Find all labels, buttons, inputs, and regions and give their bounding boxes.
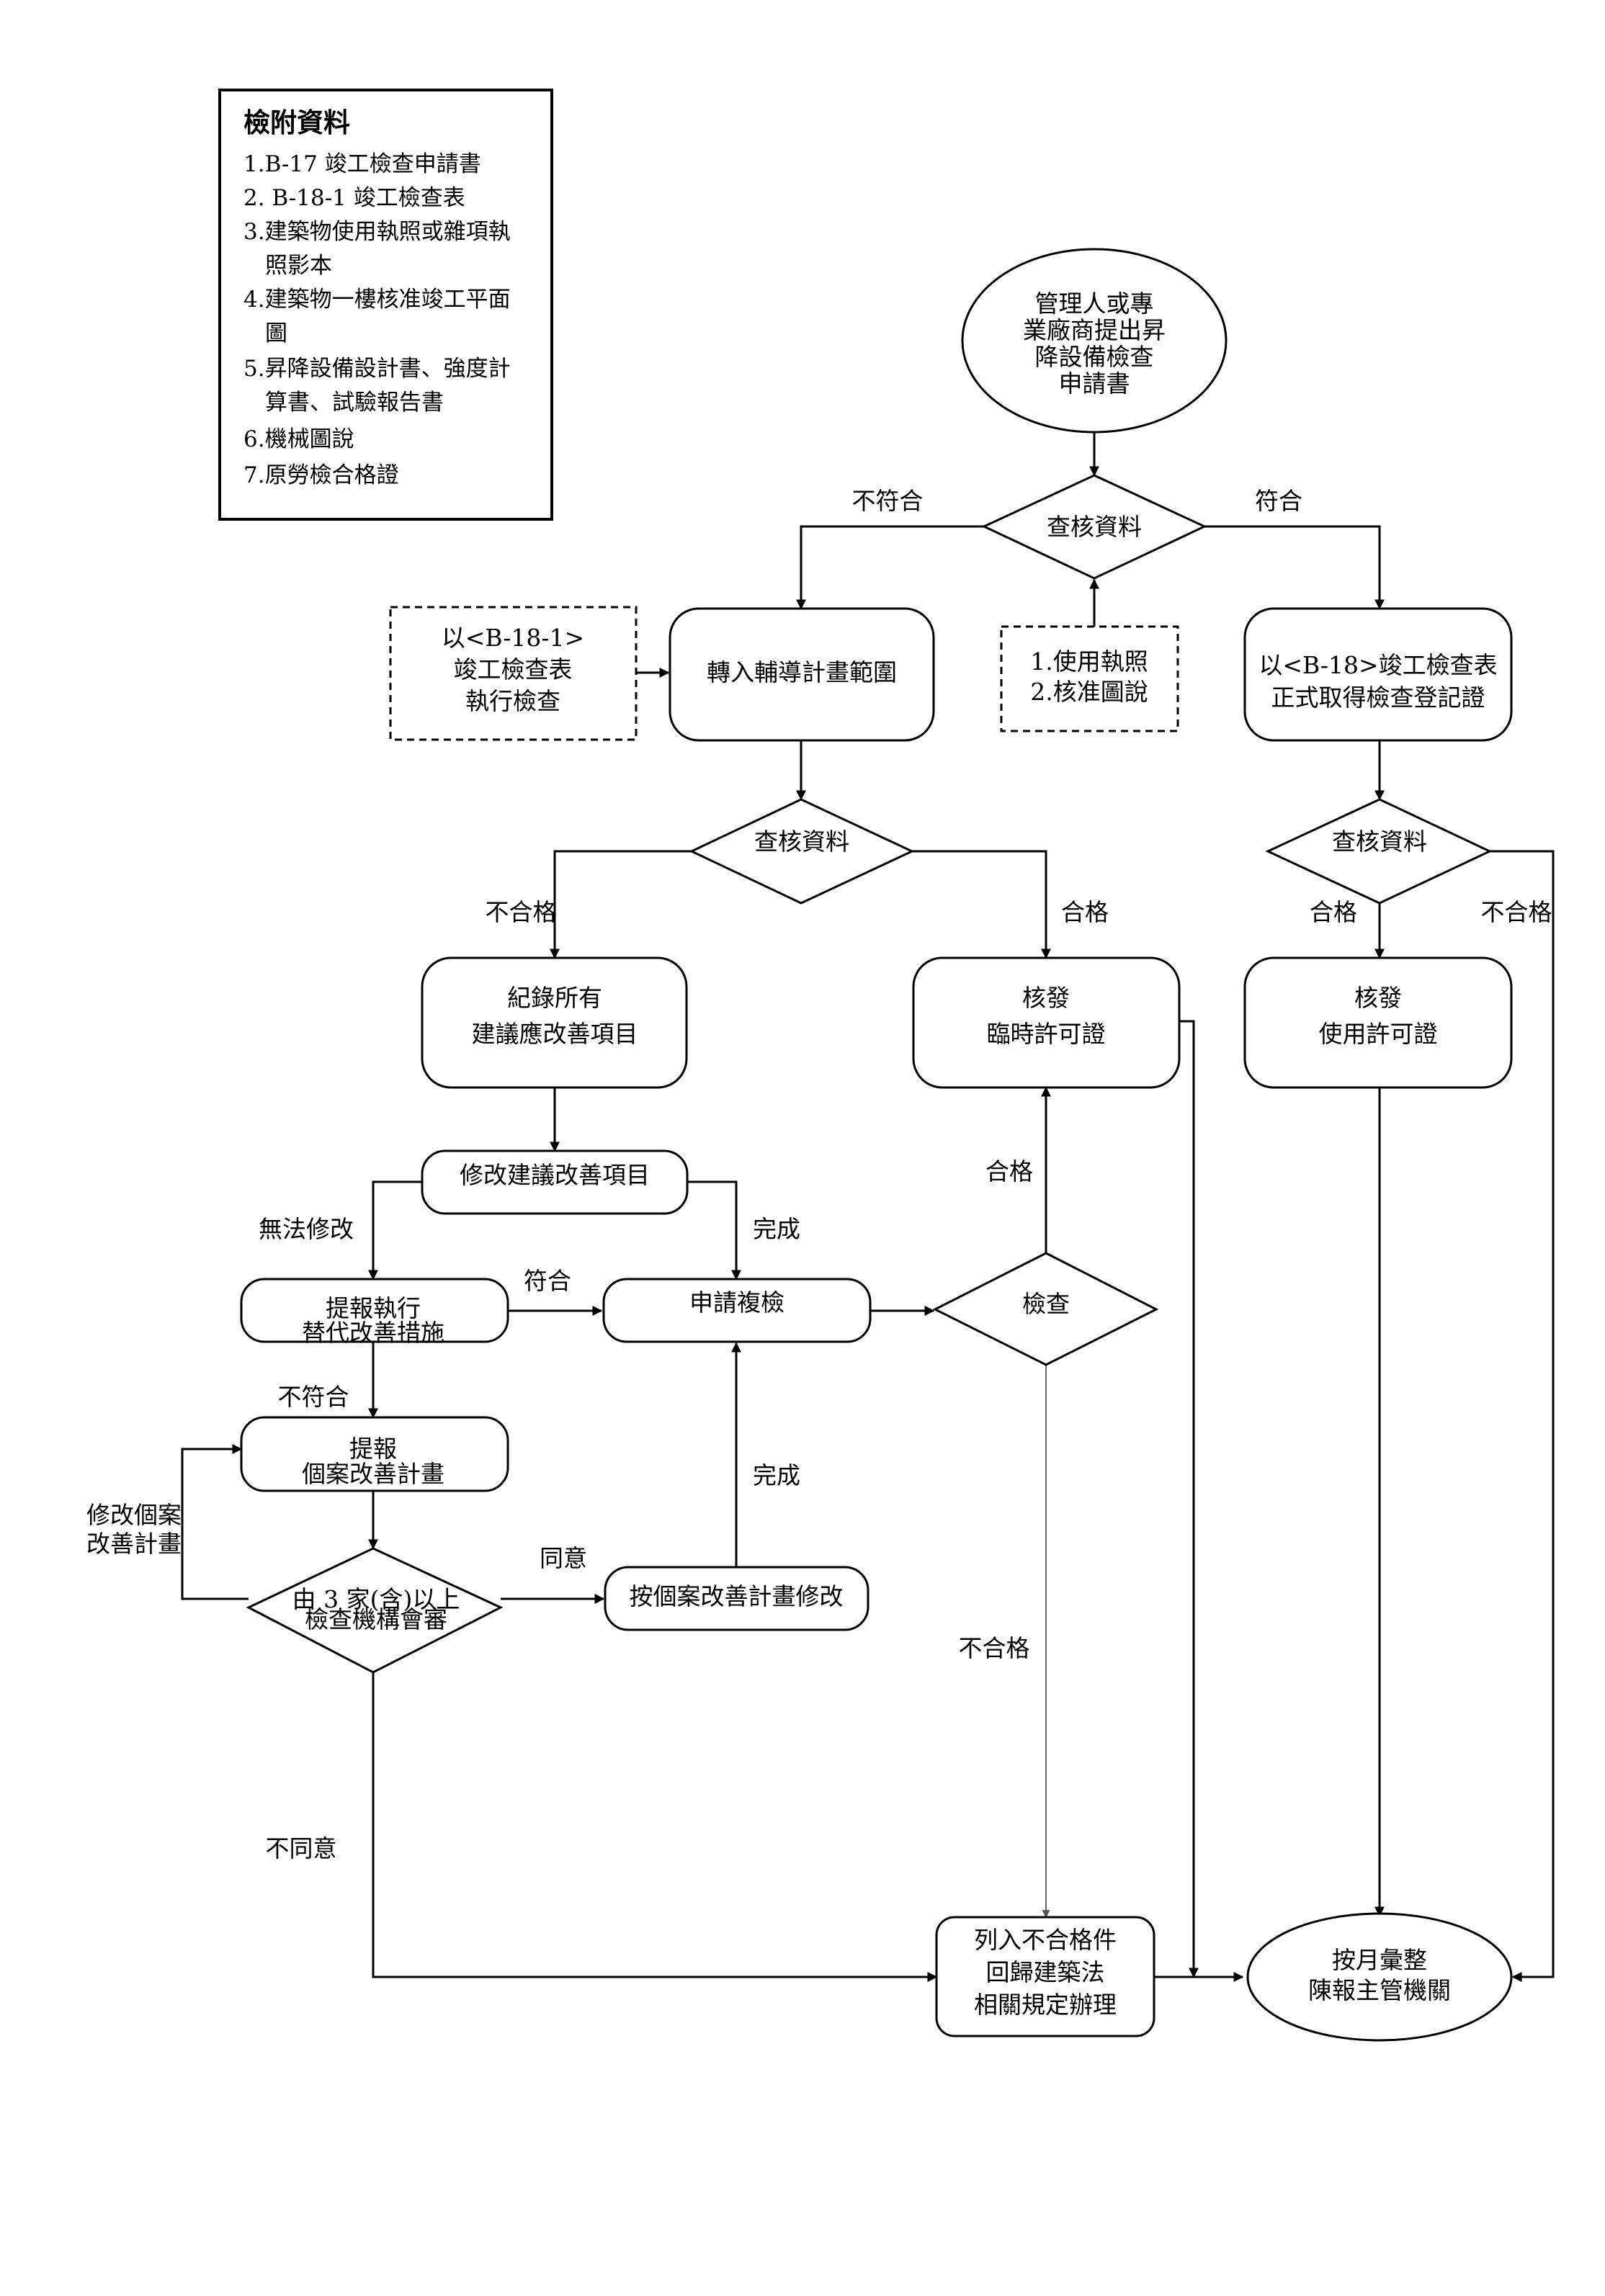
node-text: 正式取得檢查登記證 — [1271, 683, 1485, 712]
attachment-line: 4.建築物一樓核准竣工平面 — [243, 287, 511, 313]
node-text: 查核資料 — [1332, 828, 1427, 856]
edge-label: 合格 — [1061, 898, 1109, 926]
edge-label: 修改個案 — [86, 1501, 182, 1529]
edge-label: 合格 — [1310, 898, 1357, 926]
attachment-line: 6.機械圖說 — [243, 426, 354, 452]
edge-label: 符合 — [1255, 487, 1302, 515]
node-text: 執行檢查 — [465, 687, 560, 715]
process-temp-permit: 核發 臨時許可證 — [912, 956, 1181, 1089]
node-text: 以<B-18>竣工檢查表 — [1258, 651, 1497, 679]
edge-label: 合格 — [985, 1157, 1033, 1185]
node-text: 臨時許可證 — [987, 1020, 1106, 1048]
node-text: 紀錄所有 — [507, 984, 602, 1012]
attachment-line: 3.建築物使用執照或雜項執 — [243, 219, 511, 245]
node-text: 建議應改善項目 — [472, 1020, 638, 1048]
node-text: 列入不合格件 — [974, 1926, 1117, 1954]
node-text: 申請複檢 — [689, 1288, 784, 1317]
attachment-line: 算書、試驗報告書 — [265, 390, 444, 416]
edge-label: 不符合 — [278, 1383, 349, 1411]
process-case-plan: 提報 個案改善計畫 — [240, 1416, 509, 1492]
edge-label: 不合格 — [486, 898, 557, 926]
attachments-title: 檢附資料 — [243, 107, 350, 138]
node-text: 業廠商提出昇 — [1023, 316, 1166, 344]
node-text: 相關規定辦理 — [974, 1991, 1117, 2019]
connectors — [181, 432, 1555, 1982]
process-nonconform-list: 列入不合格件 回歸建築法 相關規定辦理 — [935, 1916, 1155, 2037]
edge-label: 不同意 — [266, 1834, 337, 1862]
attachment-line: 照影本 — [265, 253, 332, 279]
node-text: 2.核准圖說 — [1030, 678, 1148, 706]
process-alt-measures: 提報執行 替代改善措施 — [240, 1278, 509, 1347]
node-text: 申請書 — [1059, 369, 1130, 398]
note-b18-1: 以<B-18-1> 竣工檢查表 執行檢查 — [389, 606, 638, 741]
attachment-line: 7.原勞檢合格證 — [243, 462, 399, 488]
edge-label: 不符合 — [852, 487, 924, 515]
note-license: 1.使用執照 2.核准圖說 — [1000, 625, 1179, 732]
process-use-permit: 核發 使用許可證 — [1243, 956, 1513, 1089]
node-text: 竣工檢查表 — [454, 655, 573, 683]
node-text: 查核資料 — [754, 828, 849, 856]
node-text: 陳報主管機關 — [1308, 1976, 1451, 2004]
node-text: 查核資料 — [1047, 513, 1142, 541]
process-record-items: 紀錄所有 建議應改善項目 — [421, 956, 688, 1089]
decision-check-right: 查核資料 — [1265, 798, 1493, 905]
attachment-line: 5.昇降設備設計書、強度計 — [243, 356, 511, 382]
process-modify-by-plan: 按個案改善計畫修改 — [604, 1566, 869, 1631]
edge-label: 不合格 — [1481, 898, 1552, 926]
process-modify-items: 修改建議改善項目 — [421, 1149, 689, 1215]
decision-inspect: 檢查 — [932, 1252, 1159, 1366]
edge-label: 改善計畫 — [86, 1530, 182, 1558]
edge-labels: 不符合 符合 不合格 合格 合格 不合格 無法修改 完成 符合 合格 不符合 完… — [86, 487, 1552, 1862]
edge-label: 無法修改 — [259, 1215, 354, 1243]
edge-label: 完成 — [753, 1461, 800, 1489]
decision-review: 由 3 家(含)以上 檢查機構會審 — [246, 1547, 504, 1674]
node-text: 核發 — [1354, 984, 1402, 1012]
node-text: 核發 — [1022, 984, 1070, 1012]
node-text: 提報 — [349, 1435, 397, 1463]
node-text: 提報執行 — [326, 1294, 421, 1322]
attachment-line: 圖 — [265, 320, 287, 346]
node-text: 回歸建築法 — [986, 1958, 1105, 1986]
node-text: 按個案改善計畫修改 — [630, 1582, 844, 1610]
node-text: 修改建議改善項目 — [460, 1161, 650, 1189]
end-ellipse: 按月彙整 陳報主管機關 — [1246, 1912, 1513, 2042]
node-text: 檢查 — [1022, 1290, 1070, 1318]
node-text: 使用許可證 — [1319, 1020, 1438, 1048]
attachments-box: 檢附資料 1.B-17 竣工檢查申請書 2. B-18-1 竣工檢查表 3.建築… — [218, 89, 553, 521]
edge-label: 不合格 — [959, 1634, 1030, 1662]
edge-label: 同意 — [540, 1544, 587, 1572]
process-guidance: 轉入輔導計畫範圍 — [669, 607, 935, 742]
node-text: 管理人或專 — [1035, 290, 1154, 318]
process-apply-recheck: 申請複檢 — [602, 1278, 872, 1343]
process-formal-b18: 以<B-18>竣工檢查表 正式取得檢查登記證 — [1243, 607, 1513, 742]
decision-check-top: 查核資料 — [981, 474, 1207, 580]
node-text: 由 3 家(含)以上 — [292, 1585, 460, 1613]
edge-label: 完成 — [753, 1215, 800, 1243]
node-text: 1.使用執照 — [1030, 647, 1148, 676]
node-text: 按月彙整 — [1332, 1946, 1427, 1974]
node-text: 轉入輔導計畫範圍 — [707, 658, 897, 686]
node-text: 檢查機構會審 — [305, 1605, 447, 1633]
attachment-line: 1.B-17 竣工檢查申請書 — [243, 151, 481, 177]
node-text: 降設備檢查 — [1035, 343, 1154, 371]
decision-check-mid: 查核資料 — [689, 798, 915, 905]
attachment-line: 2. B-18-1 竣工檢查表 — [243, 185, 465, 211]
node-text: 個案改善計畫 — [302, 1460, 444, 1488]
node-text: 替代改善措施 — [302, 1319, 444, 1347]
node-text: 以<B-18-1> — [442, 624, 584, 652]
edge-label: 符合 — [524, 1267, 571, 1295]
start-ellipse: 管理人或專 業廠商提出昇 降設備檢查 申請書 — [961, 248, 1228, 434]
